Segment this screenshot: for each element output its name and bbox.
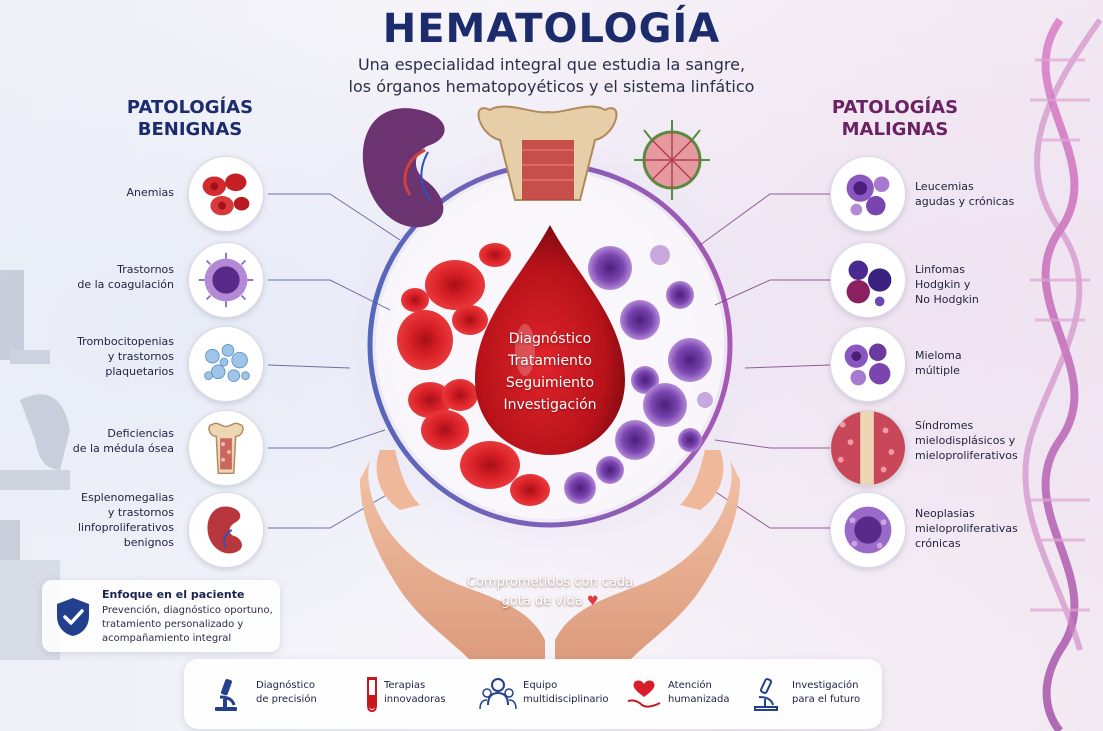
feature-precision-diagnosis: Diagnóstico de precisión [210,659,340,729]
malignant-item-lymphomas: Linfomas Hodgkin y No Hodgkin [915,263,979,306]
malignant-item-neoplasms: Neoplasias mieloproliferativas crónicas [915,507,1018,550]
bone-marrow-icon [188,410,264,486]
patient-card-title: Enfoque en el paciente [102,588,245,601]
shield-check-icon [57,598,89,636]
bone-icon [477,105,618,201]
heart-hand-icon [627,680,661,708]
slogan-line-2: gota de vida ♥ [501,594,599,609]
drop-text: Diagnóstico Tratamiento Seguimiento Inve… [460,328,640,416]
spleen-icon [188,492,264,568]
microscope-icon [215,679,237,711]
slogan-line-1: Comprometidos con cada [466,575,634,590]
benign-item-coagulation: Trastornos de la coagulación [77,263,174,291]
marrow-tissue-icon [830,410,906,486]
feature-innovative-therapies: Terapias innovadoras [356,659,476,729]
red-blood-cells-icon [188,156,264,232]
subtitle-line-2: los órganos hematopoyéticos y el sistema… [348,77,755,96]
heart-icon: ♥ [586,594,599,609]
neoplasm-cell-icon [830,492,906,568]
malignant-item-leukemias: Leucemias agudas y crónicas [915,180,1015,208]
feature-humanized-care: Atención humanizada [626,659,746,729]
malignant-title-line-2: MALIGNAS [841,119,949,140]
benign-title-line-2: BENIGNAS [137,119,243,140]
feature-future-research: Investigación para el futuro [750,659,880,729]
myeloma-cells-icon [830,326,906,402]
lymphoma-cells-icon [830,242,906,318]
feature-multidisciplinary-team: Equipo multidisciplinario [479,659,619,729]
hands-icon [360,450,740,660]
page-subtitle: Una especialidad integral que estudia la… [0,54,1103,98]
lymph-node-icon [634,120,710,200]
slogan: Comprometidos con cada gota de vida ♥ [430,573,670,611]
drop-line-treatment: Tratamiento [508,353,592,369]
benign-item-splenomegaly: Esplenomegalias y trastornos linfoprolif… [77,491,174,549]
blood-drop-icon [475,225,625,455]
benign-item-platelets: Trombocitopenias y trastornos plaquetari… [77,335,174,378]
malignant-title-line-1: PATOLOGÍAS [831,97,959,118]
lymphocyte-icon [188,242,264,318]
red-blood-cells-cluster [397,243,550,506]
malignant-item-myelodysplastic: Síndromes mielodisplásicos y mieloprolif… [915,419,1018,462]
dna-helix-icon [1022,17,1103,731]
white-blood-cells-cluster [564,245,713,504]
page-title: HEMATOLOGÍA [382,6,721,52]
team-icon [479,678,517,710]
research-microscope-icon [754,678,778,711]
test-tube-icon [367,677,377,713]
leukemia-cells-icon [830,156,906,232]
subtitle-line-1: Una especialidad integral que estudia la… [357,55,746,74]
platelets-icon [188,326,264,402]
drop-line-research: Investigación [503,397,597,413]
patient-card-text: Prevención, diagnóstico oportuno, tratam… [102,605,273,644]
drop-line-followup: Seguimiento [505,375,595,391]
benign-item-anemias: Anemias [126,186,174,199]
spleen-organ-icon [362,108,445,228]
benign-item-marrow: Deficiencias de la médula ósea [72,427,174,455]
patient-focus-card: Enfoque en el paciente Prevención, diagn… [42,580,280,652]
malignant-section-title: PATOLOGÍAS MALIGNAS [815,97,975,141]
malignant-item-myeloma: Mieloma múltiple [915,349,962,377]
benign-section-title: PATOLOGÍAS BENIGNAS [110,97,270,141]
benign-title-line-1: PATOLOGÍAS [126,97,254,118]
drop-line-diagnosis: Diagnóstico [508,331,592,347]
footer-features: Diagnóstico de precisión Terapias innova… [184,659,882,729]
